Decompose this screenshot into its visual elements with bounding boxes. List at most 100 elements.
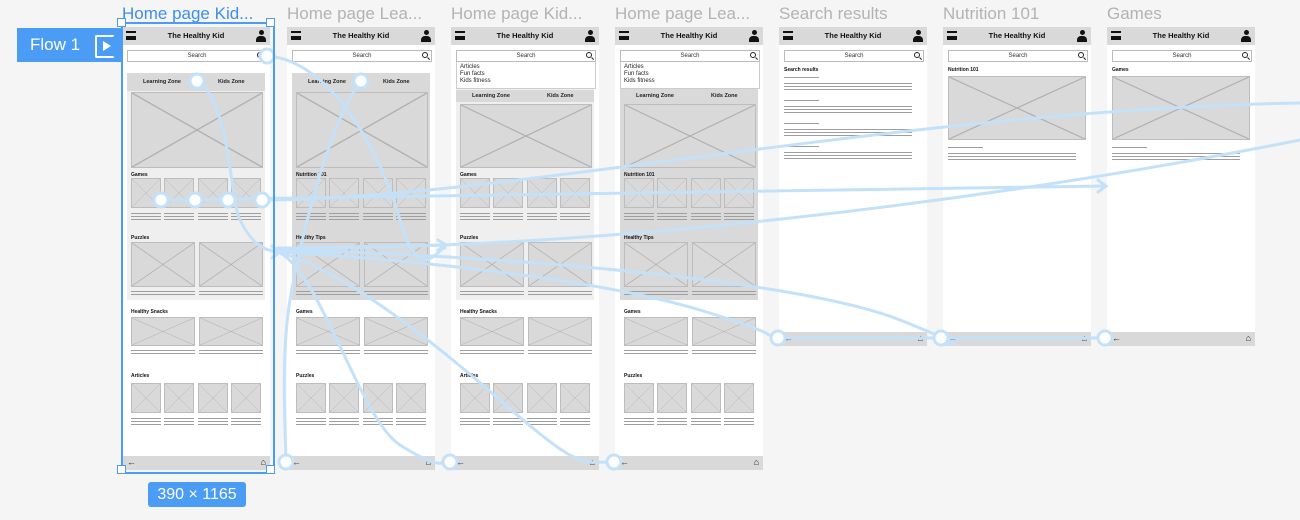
dropdown-item[interactable]: Kids fitness xyxy=(460,78,491,84)
search-input[interactable]: Search xyxy=(292,50,432,62)
search-input[interactable]: Search xyxy=(620,50,760,62)
text-line-placeholder xyxy=(493,213,523,214)
frame-title[interactable]: Search results xyxy=(779,4,888,23)
frame-title[interactable]: Home page Lea... xyxy=(287,4,423,23)
home-icon[interactable]: ⌂ xyxy=(1245,333,1251,343)
dropdown-item[interactable]: Fun facts xyxy=(460,71,485,77)
placeholder-cross-icon xyxy=(625,384,653,412)
text-line-placeholder xyxy=(131,219,161,220)
tab-learning-zone[interactable]: Learning Zone xyxy=(472,93,510,99)
placeholder-cross-icon xyxy=(132,179,160,207)
search-icon[interactable] xyxy=(257,52,263,58)
dropdown-item[interactable]: Articles xyxy=(460,64,480,70)
tab-learning-zone[interactable]: Learning Zone xyxy=(308,79,346,85)
search-icon[interactable] xyxy=(1078,52,1084,58)
search-input[interactable]: Search xyxy=(456,50,596,62)
search-icon[interactable] xyxy=(750,52,756,58)
hamburger-menu-icon[interactable] xyxy=(291,31,301,40)
resize-handle[interactable] xyxy=(266,18,275,27)
tab-kids-zone[interactable]: Kids Zone xyxy=(711,93,738,99)
frame-title[interactable]: Home page Lea... xyxy=(615,4,751,23)
search-input[interactable]: Search xyxy=(127,50,267,62)
image-placeholder xyxy=(527,178,557,208)
hamburger-menu-icon[interactable] xyxy=(947,31,957,40)
home-icon[interactable]: ⌂ xyxy=(1081,333,1087,343)
back-arrow-icon[interactable]: ← xyxy=(948,333,957,343)
tab-learning-zone[interactable]: Learning Zone xyxy=(143,79,181,85)
dropdown-item[interactable]: Kids fitness xyxy=(624,78,655,84)
image-placeholder xyxy=(460,383,490,413)
resize-handle[interactable] xyxy=(266,465,275,474)
search-input[interactable]: Search xyxy=(948,50,1088,62)
user-icon[interactable] xyxy=(1241,30,1251,42)
search-input[interactable]: Search xyxy=(784,50,924,62)
hamburger-menu-icon[interactable] xyxy=(619,31,629,40)
user-icon[interactable] xyxy=(749,30,759,42)
frame-title[interactable]: Nutrition 101 xyxy=(943,4,1040,23)
image-placeholder xyxy=(460,178,490,208)
hamburger-menu-icon[interactable] xyxy=(126,31,136,40)
home-icon[interactable]: ⌂ xyxy=(753,457,759,467)
back-arrow-icon[interactable]: ← xyxy=(1112,333,1121,343)
home-icon[interactable]: ⌂ xyxy=(260,457,266,467)
frame-title[interactable]: Home page Kid... xyxy=(451,4,583,23)
back-arrow-icon[interactable]: ← xyxy=(784,333,793,343)
text-line-placeholder xyxy=(198,216,228,217)
back-arrow-icon[interactable]: ← xyxy=(127,457,136,467)
back-arrow-icon[interactable]: ← xyxy=(620,457,629,467)
tab-kids-zone[interactable]: Kids Zone xyxy=(547,93,574,99)
play-icon[interactable] xyxy=(95,35,115,58)
user-icon[interactable] xyxy=(1077,30,1087,42)
flow-starting-point-badge[interactable]: Flow 1 xyxy=(17,28,122,62)
bottom-nav-bar: ←⌂ xyxy=(615,456,763,470)
home-icon[interactable]: ⌂ xyxy=(589,457,595,467)
text-line-placeholder xyxy=(691,216,721,217)
text-line-placeholder xyxy=(164,424,194,425)
image-placeholder xyxy=(198,383,228,413)
resize-handle[interactable] xyxy=(117,18,126,27)
resize-handle[interactable] xyxy=(117,465,126,474)
image-placeholder xyxy=(296,383,326,413)
section-title: Healthy Tips xyxy=(624,235,654,241)
search-icon[interactable] xyxy=(914,52,920,58)
placeholder-cross-icon xyxy=(528,179,556,207)
app-header: The Healthy Kid xyxy=(287,27,435,45)
hamburger-menu-icon[interactable] xyxy=(1111,31,1121,40)
frame-title[interactable]: Home page Kid... xyxy=(122,4,254,23)
back-arrow-icon[interactable]: ← xyxy=(456,457,465,467)
image-placeholder xyxy=(131,383,161,413)
search-icon[interactable] xyxy=(422,52,428,58)
home-icon[interactable]: ⌂ xyxy=(917,333,923,343)
user-icon[interactable] xyxy=(256,30,266,42)
text-line-placeholder xyxy=(231,418,261,419)
user-icon[interactable] xyxy=(421,30,431,42)
user-icon[interactable] xyxy=(913,30,923,42)
tab-kids-zone[interactable]: Kids Zone xyxy=(218,79,245,85)
tab-learning-zone[interactable]: Learning Zone xyxy=(636,93,674,99)
back-arrow-icon[interactable]: ← xyxy=(292,457,301,467)
hamburger-menu-icon[interactable] xyxy=(783,31,793,40)
search-input[interactable]: Search xyxy=(1112,50,1252,62)
tab-kids-zone[interactable]: Kids Zone xyxy=(383,79,410,85)
frame-title[interactable]: Games xyxy=(1107,4,1162,23)
app-title: The Healthy Kid xyxy=(988,31,1046,40)
dropdown-item[interactable]: Fun facts xyxy=(624,71,649,77)
home-icon[interactable]: ⌂ xyxy=(425,457,431,467)
search-icon[interactable] xyxy=(586,52,592,58)
placeholder-cross-icon xyxy=(561,384,589,412)
placeholder-cross-icon xyxy=(364,179,392,207)
dropdown-item[interactable]: Articles xyxy=(624,64,644,70)
section-title: Healthy Tips xyxy=(296,235,326,241)
text-line-placeholder xyxy=(164,219,194,220)
search-icon[interactable] xyxy=(1242,52,1248,58)
hamburger-menu-icon[interactable] xyxy=(455,31,465,40)
user-icon[interactable] xyxy=(585,30,595,42)
